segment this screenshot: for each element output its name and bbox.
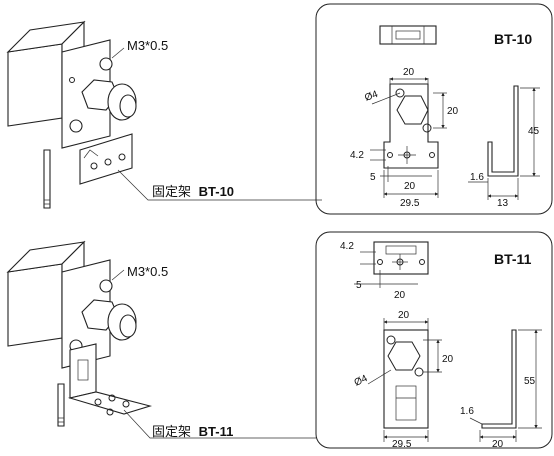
bracket-label-model-top: BT-10: [199, 184, 234, 199]
bracket-label-model-bottom: BT-11: [199, 424, 234, 439]
sensor-illustration-top: [6, 20, 137, 209]
bracket-leader-line-bottom: [123, 409, 316, 439]
bracket-leader-line-top: [117, 169, 322, 201]
bt10-dim-overall-width: 29.5: [400, 198, 420, 209]
screw-leader-line-top: [111, 47, 125, 59]
bt10-dim-slot-width: 20: [404, 181, 416, 192]
screw-leader-line-bottom: [111, 269, 125, 281]
bt11-dim-side-height: 55: [524, 376, 536, 387]
bt10-drawing-panel: BT-10 20 Ø4 20 4.2: [315, 3, 553, 215]
screw-label-bottom: M3*0.5: [127, 264, 168, 279]
bt11-dim-left-offset: 4.2: [340, 241, 354, 252]
bt10-dim-top-width: 20: [403, 67, 415, 78]
bt10-title: BT-10: [494, 31, 532, 47]
bt11-dim-thickness: 1.6: [460, 406, 474, 417]
bt11-dim-top-width: 20: [398, 310, 410, 321]
screw-label-top: M3*0.5: [127, 38, 168, 53]
bracket-label-prefix-top: 固定架: [152, 184, 191, 199]
bt11-title: BT-11: [494, 251, 532, 267]
bracket-label-top: 固定架 BT-10: [152, 184, 234, 199]
bt11-dim-side-width: 20: [492, 439, 504, 450]
bracket-label-bottom: 固定架 BT-11: [152, 424, 233, 439]
sensor-illustration-bottom: [6, 240, 153, 427]
bracket-label-prefix-bottom: 固定架: [152, 424, 191, 439]
bt10-dim-left-offset: 4.2: [350, 150, 364, 161]
bt10-dim-hole-spacing: 20: [447, 106, 459, 117]
bt11-dim-overall-width: 29.5: [392, 439, 412, 450]
bt10-dim-hole-dia: Ø4: [363, 89, 380, 104]
bt11-dim-slot-width: 20: [394, 290, 406, 301]
bt10-dim-side-height: 45: [528, 126, 540, 137]
bt11-dim-hole-spacing: 20: [442, 354, 454, 365]
bt11-dim-hole-dia: Ø4: [353, 373, 370, 389]
bt10-dim-thickness: 1.6: [470, 172, 484, 183]
bt11-drawing-panel: BT-11 4.2 5 20 20 20 Ø4: [315, 231, 553, 450]
bt10-dim-slot-offset: 5: [370, 172, 376, 183]
bt11-dim-slot-offset: 5: [356, 280, 362, 291]
bt10-dim-side-width: 13: [497, 198, 509, 209]
